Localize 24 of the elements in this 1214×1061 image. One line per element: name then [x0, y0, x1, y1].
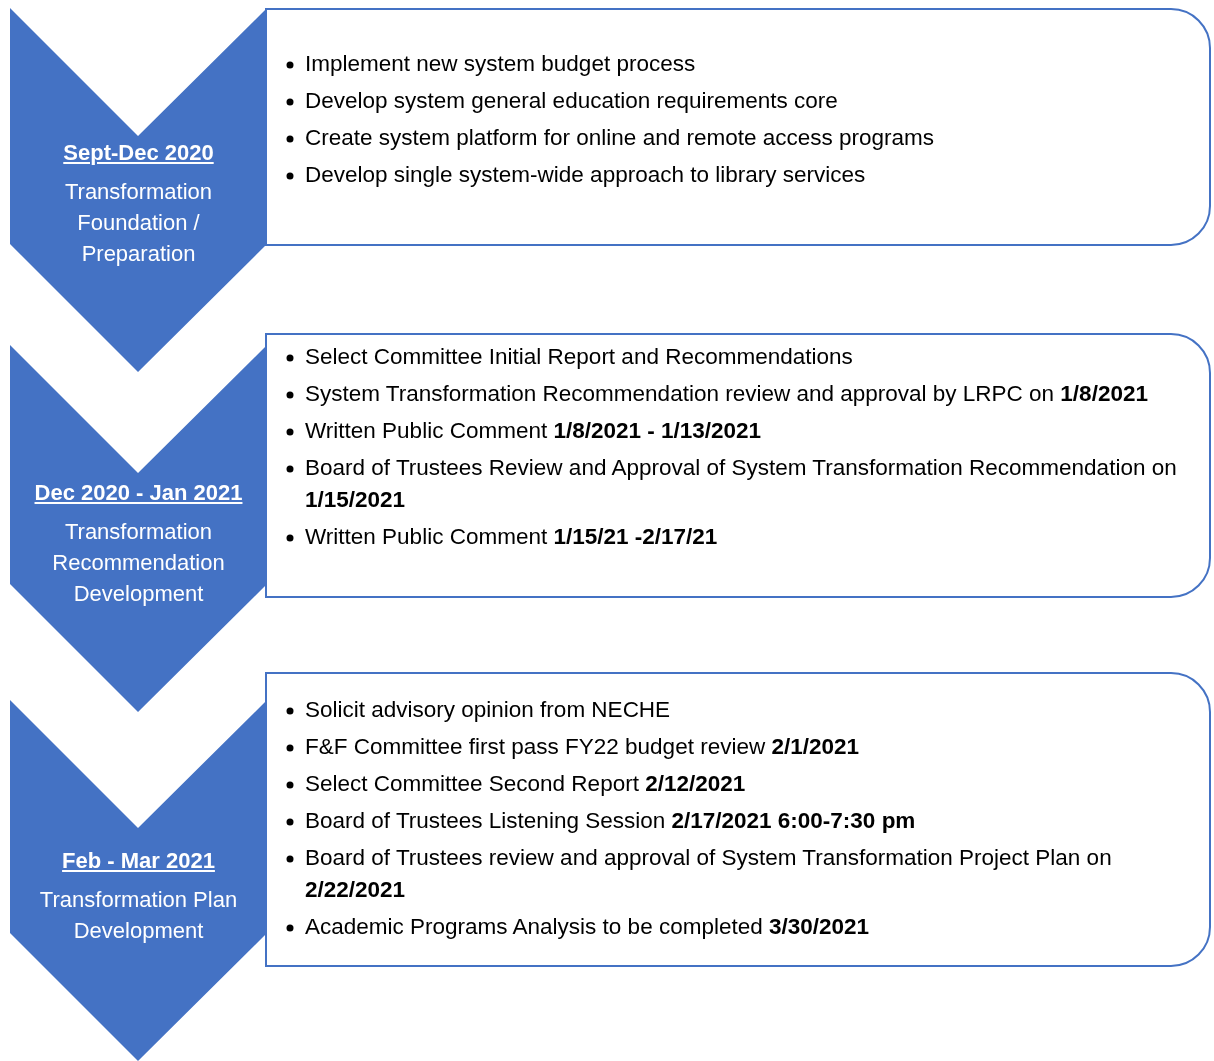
bullet-item: Written Public Comment 1/15/21 -2/17/21: [285, 521, 1179, 553]
phase-name: Transformation Plan Development: [38, 886, 239, 945]
period-heading: Dec 2020 - Jan 2021: [34, 480, 243, 506]
phase-name: Transformation Recommendation Development: [51, 518, 226, 608]
task-list-box: [265, 8, 1211, 246]
period-heading: Sept-Dec 2020: [63, 140, 214, 166]
bullet-item: System Transformation Recommendation review and approval by LRPC on 1/8/2021: [285, 378, 1179, 410]
task-list-box: [265, 672, 1211, 967]
bullet-item: Board of Trustees review and approval of System Transformation Project Plan on 2/22/2021: [285, 842, 1179, 906]
bullet-item: Board of Trustees Review and Approval of System Transformation Recommendation on 1/15/2021: [285, 452, 1179, 516]
bullet-item: Develop single system-wide approach to library services: [285, 159, 1179, 191]
period-heading: Feb - Mar 2021: [62, 848, 215, 874]
bullet-item: F&F Committee first pass FY22 budget review 2/1/2021: [285, 731, 1179, 763]
bullet-item: Board of Trustees Listening Session 2/17/2021 6:00-7:30 pm: [285, 805, 1179, 837]
task-list-box: [265, 333, 1211, 598]
bullet-item: Select Committee Initial Report and Recommendations: [285, 341, 1179, 373]
bullet-item: Written Public Comment 1/8/2021 - 1/13/2021: [285, 415, 1179, 447]
bullet-item: Create system platform for online and remote access programs: [285, 122, 1179, 154]
phase-name: Transformation Foundation / Preparation: [63, 178, 214, 268]
bullet-item: Develop system general education requirements core: [285, 85, 1179, 117]
bullet-item: Implement new system budget process: [285, 48, 1179, 80]
bullet-item: Select Committee Second Report 2/12/2021: [285, 768, 1179, 800]
bullet-item: Solicit advisory opinion from NECHE: [285, 694, 1179, 726]
bullet-item: Academic Programs Analysis to be completed 3/30/2021: [285, 911, 1179, 943]
